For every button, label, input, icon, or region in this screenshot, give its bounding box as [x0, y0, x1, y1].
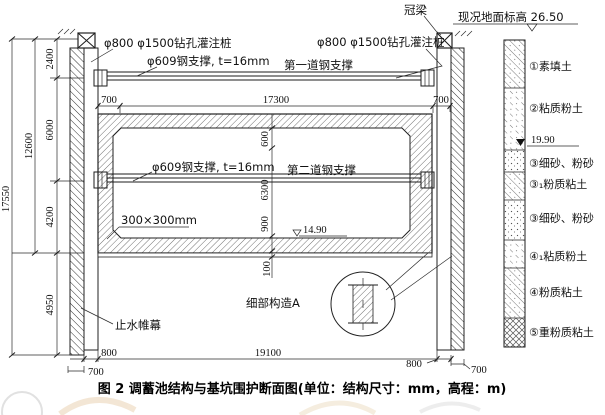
dim-4200: 4200 — [45, 207, 56, 228]
dim-2400: 2400 — [45, 49, 56, 70]
detail-callout: 细部构造A — [246, 252, 453, 337]
soil-label-4: ④粉质粘土 — [529, 285, 583, 299]
groundwater-triangle — [516, 139, 525, 146]
strut2-name-label: 第二道钢支撑 — [287, 163, 356, 177]
soil-layer-3b — [504, 200, 525, 240]
tank-interior — [112, 127, 411, 239]
dim-top-17300: 17300 — [263, 95, 289, 106]
soil-layer-3a — [504, 172, 525, 200]
strut-level-2 — [93, 171, 435, 189]
dim-top-700-right: 700 — [433, 95, 449, 106]
soil-label-3a: ③₁粉质粘土 — [529, 177, 587, 191]
soil-label-4a: ④₁粘质粉土 — [529, 249, 587, 263]
watermark — [1, 391, 481, 415]
pile-label-left: φ800 φ1500钻孔灌注桩 — [104, 36, 232, 50]
cushion-layer — [97, 252, 433, 258]
waterstop-curtain-left — [69, 47, 85, 356]
dim-17550: 17550 — [1, 186, 12, 212]
strut1-spec-label: φ609钢支撑, t=16mm — [147, 54, 270, 68]
dim-4950: 4950 — [45, 295, 56, 316]
dim-800-left: 800 — [101, 348, 117, 359]
soil-layer-1 — [504, 40, 525, 88]
bored-pile-left — [83, 47, 99, 351]
detail-section — [348, 278, 378, 330]
crown-beam-left — [77, 32, 96, 49]
soil-layer-4a — [504, 240, 525, 268]
soil-layer-2 — [504, 88, 525, 150]
figure-caption: 图 2 调蓄池结构与基坑围护断面图(单位：结构尺寸：mm，高程：m) — [98, 381, 507, 397]
dim-ticks-left — [8, 36, 61, 358]
curtain-width-left: 700 — [67, 366, 104, 378]
dim-700-bottom-left: 700 — [88, 367, 104, 378]
chamfer-label: 300×300mm — [121, 213, 197, 227]
soil-column: 19.90 ①素填土 ②粘质粉土 ③细砂、粉砂 ③₁粉质粘土 ③细砂、粉砂 ④₁… — [503, 39, 594, 348]
inner-water-level: 14.90 — [303, 225, 327, 236]
retaining-wall-right — [436, 30, 473, 351]
soil-layer-3 — [504, 150, 525, 172]
strut2-spec-label: φ609钢支撑, t=16mm — [152, 160, 275, 174]
dim-900: 900 — [260, 216, 271, 232]
inner-water-level-mark: 14.90 — [292, 225, 347, 237]
ground-hatch-right — [454, 30, 473, 37]
soil-label-3: ③细砂、粉砂 — [529, 157, 594, 170]
soil-label-2: ②粘质粉土 — [529, 101, 583, 115]
soil-label-5: ⑤重粉质粘土 — [529, 325, 594, 339]
bottom-dimensions: 800 19100 800 700 700 — [67, 348, 487, 378]
annotations: 冠梁 现况地面标高 26.50 φ800 φ1500钻孔灌注桩 φ800 φ15… — [80, 3, 578, 332]
bored-pile-right — [436, 47, 452, 351]
soil-label-1: ①素填土 — [529, 59, 572, 73]
curtain-width-right: 700 — [450, 359, 487, 376]
soil-label-3b: ③细砂、粉砂 — [529, 212, 594, 225]
dim-100: 100 — [262, 261, 273, 277]
strut1-name-label: 第一道钢支撑 — [284, 58, 353, 72]
dim-600: 600 — [260, 131, 271, 147]
ground-elevation-label: 现况地面标高 26.50 — [458, 10, 564, 24]
soil-layer-5 — [504, 318, 525, 347]
dim-19100: 19100 — [255, 348, 281, 359]
middle-dimension-chain: 600 6300 900 100 — [260, 114, 276, 278]
dim-12600: 12600 — [24, 133, 35, 159]
ground-hatch-left — [57, 28, 76, 35]
dim-700-bottom-right: 700 — [471, 365, 487, 376]
curtain-label: 止水帷幕 — [115, 318, 161, 332]
top-dimension: 700 17300 700 — [95, 95, 453, 113]
groundwater-level: 19.90 — [531, 135, 555, 146]
dim-6300: 6300 — [260, 180, 271, 201]
strut-level-1 — [93, 69, 435, 87]
crown-beam-right — [436, 32, 453, 49]
soil-layer-4 — [504, 268, 525, 318]
pile-label-right: φ800 φ1500钻孔灌注桩 — [317, 35, 445, 49]
tank-structure: 14.90 — [97, 113, 433, 258]
dim-6000: 6000 — [45, 120, 56, 141]
retaining-wall-left — [57, 28, 99, 356]
dim-top-700-left: 700 — [101, 95, 117, 106]
left-dimension-chain: 17550 12600 2400 6000 4200 4950 — [1, 36, 98, 358]
detail-label: 细部构造A — [246, 296, 300, 310]
dim-800-right: 800 — [406, 359, 422, 370]
crown-beam-label: 冠梁 — [404, 3, 427, 17]
waterstop-curtain-right — [450, 47, 465, 351]
steel-struts — [93, 69, 435, 189]
